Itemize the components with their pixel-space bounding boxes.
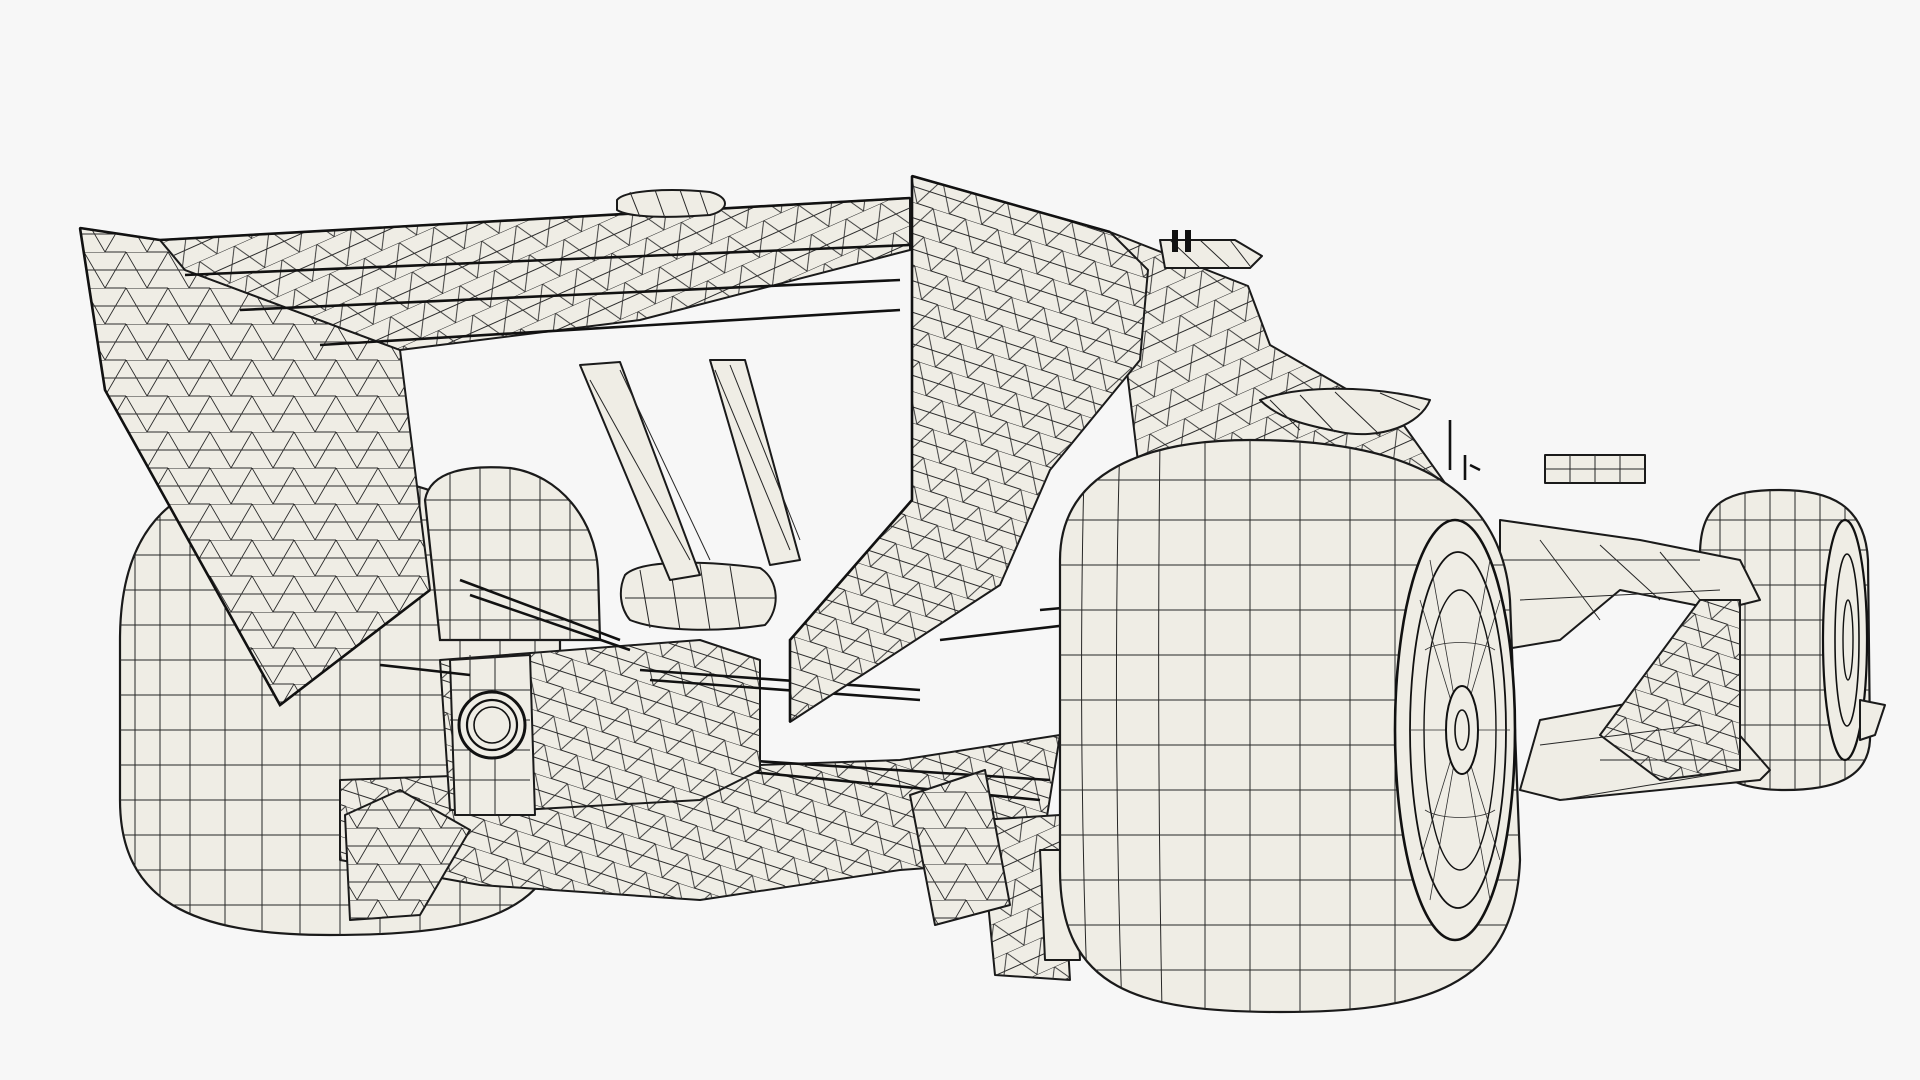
drs-actuator — [616, 189, 726, 219]
mirror — [1448, 420, 1646, 484]
roll-hoop — [1159, 230, 1431, 436]
front-wing — [1499, 519, 1886, 801]
rear-wing-mainplane — [159, 196, 911, 351]
wing-pylons — [579, 359, 801, 581]
rear-light — [457, 690, 527, 760]
rear-brake-duct — [909, 769, 1011, 926]
rear-wing-left-endplate — [78, 226, 431, 707]
rear-left-inner-tyre — [423, 466, 602, 642]
rear-wing-right-endplate — [788, 174, 1149, 723]
rear-right-tyre — [1058, 438, 1522, 1014]
exhaust-pod — [619, 561, 777, 631]
